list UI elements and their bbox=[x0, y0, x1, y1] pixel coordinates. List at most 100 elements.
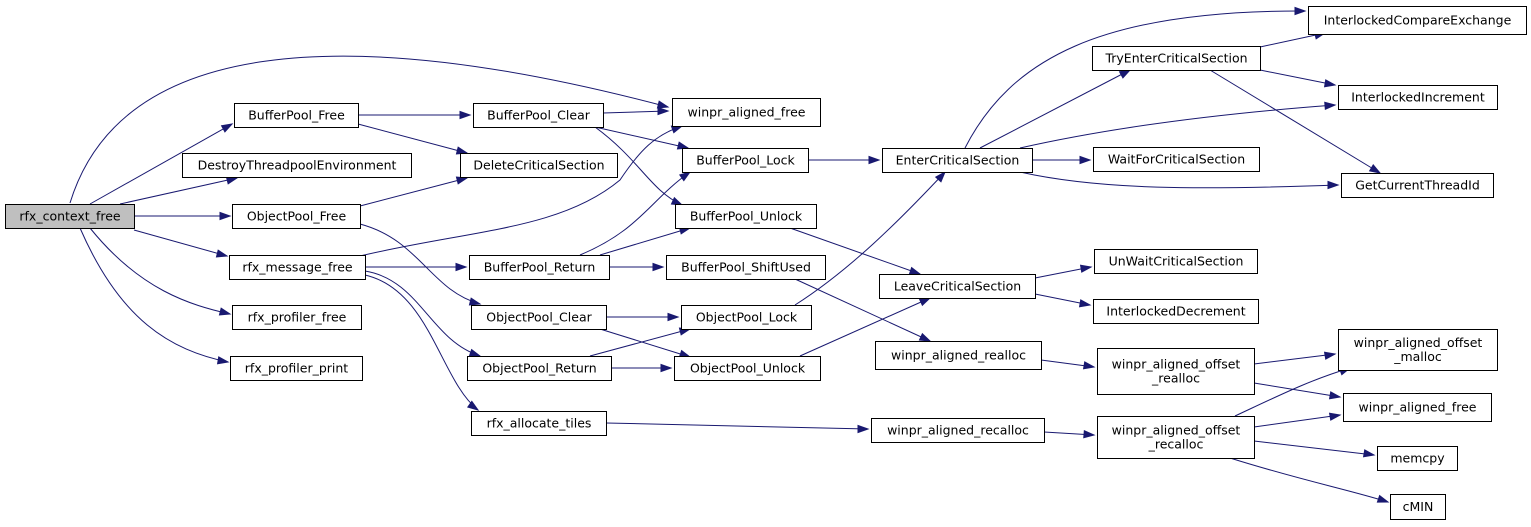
node-box bbox=[471, 305, 607, 330]
edge-ObjectPool_Free-to-DeleteCriticalSection bbox=[359, 176, 469, 207]
node-unwaitcriticalsection[interactable]: UnWaitCriticalSection bbox=[1094, 249, 1258, 274]
node-destroythreadpoolenvironment[interactable]: DestroyThreadpoolEnvironment bbox=[182, 153, 412, 178]
node-rfx-context-free[interactable]: rfx_context_free bbox=[5, 204, 135, 229]
edge-winpr_aligned_offset_recalloc-to-winpr_aligned_free_b bbox=[1253, 412, 1342, 428]
node-box bbox=[1341, 173, 1494, 198]
node-label: memcpy bbox=[1390, 451, 1445, 466]
node-cmin[interactable]: cMIN bbox=[1390, 494, 1446, 520]
edge-EnterCriticalSection-to-InterlockedCompareExchange bbox=[964, 6, 1307, 149]
node-rfx-profiler-free[interactable]: rfx_profiler_free bbox=[232, 305, 362, 330]
node-label: WaitForCriticalSection bbox=[1108, 152, 1245, 167]
node-box bbox=[232, 305, 362, 330]
arrowhead bbox=[455, 262, 468, 272]
arrowhead bbox=[1083, 429, 1096, 439]
edge-line bbox=[799, 297, 931, 357]
arrowhead bbox=[1328, 412, 1342, 421]
edge-ObjectPool_Clear-to-ObjectPool_Lock bbox=[606, 312, 680, 322]
edge-rfx_context_free-to-rfx_message_free bbox=[133, 229, 229, 258]
node-objectpool-free[interactable]: ObjectPool_Free bbox=[232, 204, 361, 229]
edge-line bbox=[1253, 414, 1341, 428]
node-interlockeddecrement[interactable]: InterlockedDecrement bbox=[1093, 299, 1259, 324]
node-box bbox=[467, 356, 612, 381]
node-bufferpool-free[interactable]: BufferPool_Free bbox=[234, 103, 359, 128]
arrowhead bbox=[908, 266, 922, 275]
node-label: BufferPool_Clear bbox=[487, 108, 591, 123]
edge-BufferPool_Return-to-BufferPool_ShiftUsed bbox=[609, 262, 665, 272]
arrowhead bbox=[218, 307, 232, 316]
node-rfx-profiler-print[interactable]: rfx_profiler_print bbox=[230, 356, 363, 381]
node-bufferpool-return[interactable]: BufferPool_Return bbox=[469, 255, 610, 280]
edge-BufferPool_Lock-to-EnterCriticalSection bbox=[808, 155, 881, 165]
node-winpr-aligned-realloc[interactable]: winpr_aligned_realloc bbox=[875, 341, 1042, 370]
edge-BufferPool_Free-to-BufferPool_Clear bbox=[358, 110, 472, 120]
node-rfx-allocate-tiles[interactable]: rfx_allocate_tiles bbox=[471, 411, 607, 436]
node-label: InterlockedIncrement bbox=[1351, 90, 1485, 105]
edge-BufferPool_Free-to-DeleteCriticalSection bbox=[357, 123, 469, 155]
edge-EnterCriticalSection-to-InterlockedIncrement bbox=[1019, 101, 1337, 149]
node-entercriticalsection[interactable]: EnterCriticalSection bbox=[882, 148, 1033, 173]
node-box bbox=[675, 204, 817, 229]
node-winpr-aligned-offset-recalloc[interactable]: winpr_aligned_offset_recalloc bbox=[1097, 416, 1255, 459]
node-interlockedincrement[interactable]: InterlockedIncrement bbox=[1338, 85, 1498, 110]
node-label: ObjectPool_Free bbox=[247, 209, 347, 224]
edge-line bbox=[359, 177, 468, 207]
node-box bbox=[232, 204, 361, 229]
node-label: ObjectPool_Clear bbox=[486, 310, 592, 325]
node-box bbox=[1097, 348, 1255, 395]
edge-line bbox=[1209, 69, 1381, 174]
nodes: rfx_context_free BufferPool_FreeDestroyTh… bbox=[5, 6, 1527, 520]
edge-line bbox=[364, 270, 481, 357]
edge-LeaveCriticalSection-to-UnWaitCriticalSection bbox=[1034, 264, 1093, 279]
node-tryentercriticalsection[interactable]: TryEnterCriticalSection bbox=[1092, 46, 1261, 71]
arrowhead bbox=[656, 100, 670, 109]
arrowhead bbox=[1327, 180, 1340, 190]
node-objectpool-clear[interactable]: ObjectPool_Clear bbox=[471, 305, 607, 330]
node-winpr-aligned-offset-realloc[interactable]: winpr_aligned_offset_realloc bbox=[1097, 348, 1255, 395]
node-interlockedcompareexchange[interactable]: InterlockedCompareExchange bbox=[1308, 6, 1527, 35]
node-waitforcriticalsection[interactable]: WaitForCriticalSection bbox=[1093, 147, 1260, 172]
node-deletecriticalsection[interactable]: DeleteCriticalSection bbox=[460, 153, 618, 178]
edge-line bbox=[594, 126, 683, 206]
edge-ObjectPool_Return-to-ObjectPool_Unlock bbox=[611, 363, 673, 373]
edge-ObjectPool_Clear-to-ObjectPool_Unlock bbox=[599, 328, 692, 358]
arrowhead bbox=[918, 332, 932, 342]
node-leavecriticalsection[interactable]: LeaveCriticalSection bbox=[879, 274, 1036, 299]
node-objectpool-unlock[interactable]: ObjectPool_Unlock bbox=[674, 356, 821, 381]
node-bufferpool-shiftused[interactable]: BufferPool_ShiftUsed bbox=[666, 255, 826, 280]
node-memcpy[interactable]: memcpy bbox=[1377, 446, 1458, 471]
arrowhead bbox=[455, 176, 469, 185]
node-winpr-aligned-free-a[interactable]: winpr_aligned_free bbox=[672, 98, 821, 127]
edge-line bbox=[794, 171, 946, 306]
node-bufferpool-unlock[interactable]: BufferPool_Unlock bbox=[675, 204, 817, 229]
edge-rfx_context_free-to-rfx_profiler_free bbox=[89, 227, 232, 316]
node-rfx-message-free[interactable]: rfx_message_free bbox=[229, 255, 366, 280]
node-box bbox=[1343, 393, 1492, 422]
node-winpr-aligned-free-b[interactable]: winpr_aligned_free bbox=[1343, 393, 1492, 422]
edge-rfx_message_free-to-rfx_allocate_tiles bbox=[364, 274, 480, 411]
node-winpr-aligned-offset-malloc[interactable]: winpr_aligned_offset_malloc bbox=[1338, 329, 1498, 371]
arrowhead bbox=[220, 123, 234, 133]
node-box bbox=[1338, 329, 1498, 371]
edge-line bbox=[789, 227, 921, 275]
node-label: ObjectPool_Lock bbox=[696, 310, 798, 325]
arrowhead bbox=[676, 141, 690, 150]
node-getcurrentthreadid[interactable]: GetCurrentThreadId bbox=[1341, 173, 1494, 198]
node-bufferpool-lock[interactable]: BufferPool_Lock bbox=[682, 148, 809, 173]
node-winpr-aligned-recalloc[interactable]: winpr_aligned_recalloc bbox=[871, 418, 1045, 443]
edge-line bbox=[602, 110, 669, 114]
node-label: DeleteCriticalSection bbox=[473, 158, 604, 173]
node-objectpool-return[interactable]: ObjectPool_Return bbox=[467, 356, 612, 381]
edge-rfx_allocate_tiles-to-winpr_aligned_recalloc bbox=[605, 422, 870, 434]
node-label: winpr_aligned_offset bbox=[1354, 335, 1483, 350]
node-box bbox=[1092, 46, 1261, 71]
arrowhead bbox=[1082, 361, 1096, 370]
edge-rfx_message_free-to-winpr_aligned_free_a bbox=[359, 125, 684, 257]
edge-line bbox=[1259, 32, 1326, 48]
arrowhead bbox=[1324, 101, 1337, 111]
node-bufferpool-clear[interactable]: BufferPool_Clear bbox=[473, 103, 604, 128]
node-label: winpr_aligned_realloc bbox=[891, 348, 1026, 363]
node-label: _realloc bbox=[1151, 371, 1200, 386]
edge-winpr_aligned_offset_realloc-to-winpr_aligned_offset_malloc bbox=[1253, 351, 1337, 365]
node-objectpool-lock[interactable]: ObjectPool_Lock bbox=[681, 305, 812, 330]
edge-rfx_message_free-to-ObjectPool_Return bbox=[364, 270, 482, 357]
